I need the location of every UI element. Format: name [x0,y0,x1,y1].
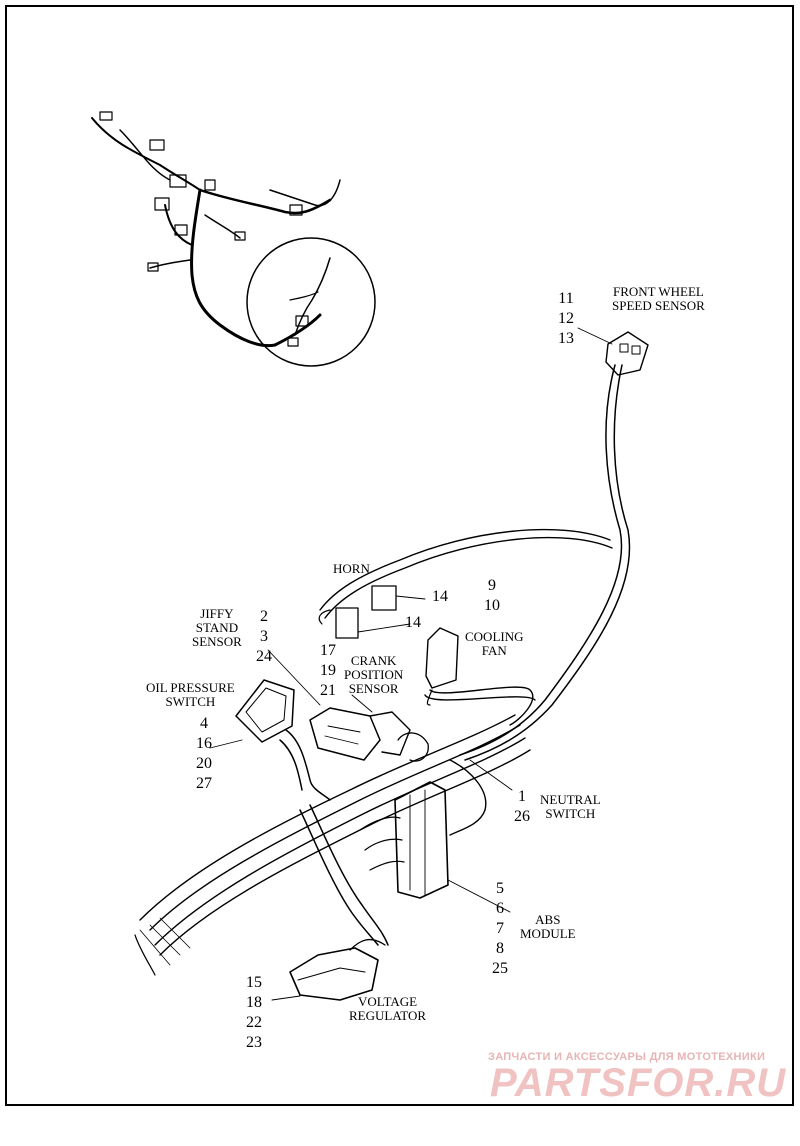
abs-module-body [359,781,511,913]
cooling-fan-part-numbers: 9 10 [484,577,500,614]
horn-part-number-lower: 14 [405,614,421,631]
watermark-tagline: ЗАПЧАСТИ И АКСЕССУАРЫ ДЛЯ МОТОТЕХНИКИ [488,1051,766,1063]
cooling-fan-label: COOLING FAN [465,629,524,658]
voltage-regulator-part-numbers: 15 18 22 23 [246,974,262,1051]
front-wheel-speed-sensor-connector [605,331,649,376]
neutral-switch-label: NEUTRAL SWITCH [540,792,601,821]
horn-part-number-upper: 14 [432,588,448,605]
crank-position-part-numbers: 17 19 21 [320,642,336,699]
abs-module-label: ABS MODULE [520,912,576,941]
watermark-logo: PARTSFOR.RU [490,1061,787,1105]
horn-label: HORN [333,561,370,576]
front-wheel-part-numbers: 11 12 13 [558,290,574,347]
cooling-fan-connector [425,627,459,706]
voltage-regulator-body [271,938,386,1001]
oil-pressure-switch-label: OIL PRESSURE SWITCH [146,680,235,709]
oil-pressure-switch-body [209,679,331,801]
horn-connectors [318,585,426,639]
oil-pressure-part-numbers: 4 16 20 27 [196,715,212,792]
jiffy-stand-part-numbers: 2 3 24 [256,608,272,665]
diagram-frame [5,5,794,1106]
harness-overview-thumbnail [91,111,376,367]
front-wheel-speed-sensor-label: FRONT WHEEL SPEED SENSOR [612,284,705,313]
jiffy-stand-sensor-label: JIFFY STAND SENSOR [192,606,242,649]
abs-module-part-numbers: 5 6 7 8 25 [492,880,508,977]
crank-position-sensor-label: CRANK POSITION SENSOR [344,653,404,696]
crank-and-jiffy-connectors [267,649,429,762]
neutral-switch-leader [469,759,513,791]
harness-main-trunk [134,364,631,976]
neutral-switch-part-numbers: 1 26 [514,788,530,825]
voltage-regulator-label: VOLTAGE REGULATOR [349,994,427,1023]
